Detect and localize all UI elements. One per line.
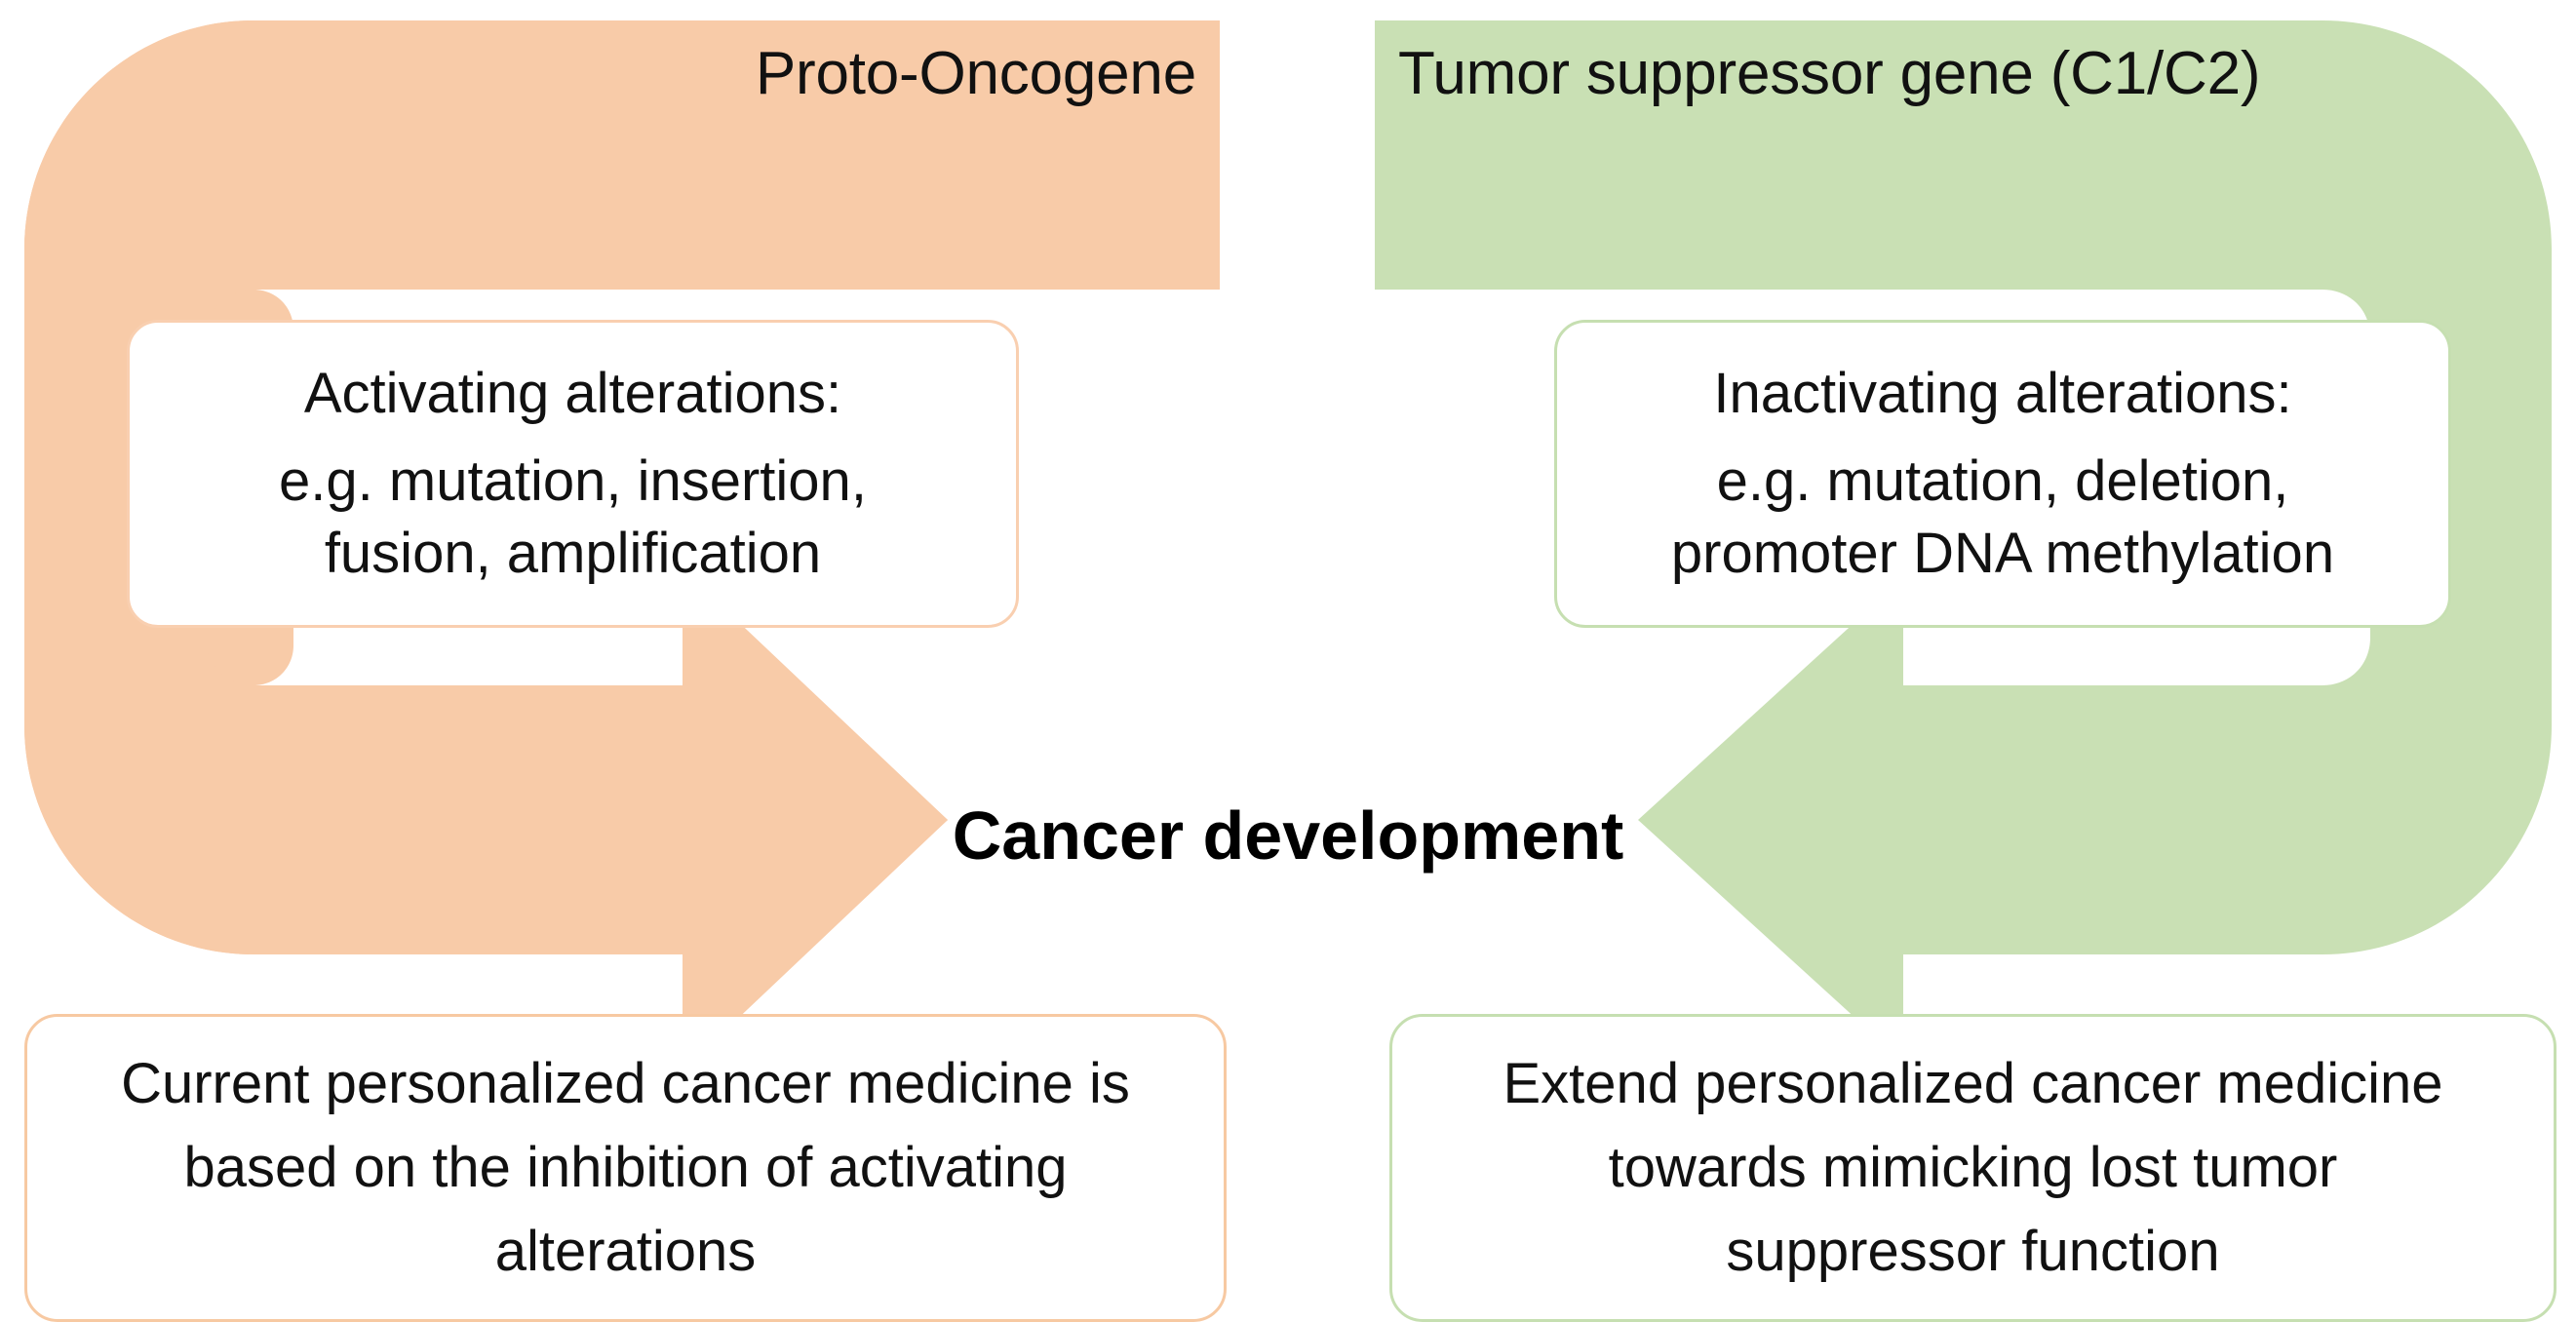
right-band-body	[1375, 20, 2552, 954]
extend-personalized-medicine-line-2: towards mimicking lost tumor	[1608, 1136, 2338, 1199]
left-arrow-head	[683, 578, 948, 1062]
inactivating-alterations-line-1: Inactivating alterations:	[1713, 362, 2292, 425]
current-personalized-medicine-line-1: Current personalized cancer medicine is	[121, 1052, 1130, 1115]
activating-alterations-line-3: fusion, amplification	[324, 522, 822, 585]
inactivating-alterations-line-3: promoter DNA methylation	[1670, 522, 2335, 585]
extend-personalized-medicine-line-3: suppressor function	[1726, 1220, 2220, 1283]
proto-oncogene-header-label: Proto-Oncogene	[755, 40, 1196, 107]
tumor-suppressor-header-label: Tumor suppressor gene (C1/C2)	[1398, 40, 2261, 107]
current-personalized-medicine-line-3: alterations	[494, 1220, 757, 1283]
left-band-body	[24, 20, 1220, 954]
extend-personalized-medicine-box: Extend personalized cancer medicine towa…	[1389, 1014, 2556, 1322]
extend-personalized-medicine-line-1: Extend personalized cancer medicine	[1503, 1052, 2443, 1115]
activating-alterations-box: Activating alterations: e.g. mutation, i…	[127, 320, 1019, 628]
current-personalized-medicine-line-2: based on the inhibition of activating	[183, 1136, 1068, 1199]
cancer-development-title: Cancer development	[952, 797, 1624, 874]
inactivating-alterations-line-2: e.g. mutation, deletion,	[1716, 449, 2289, 513]
inactivating-alterations-box: Inactivating alterations: e.g. mutation,…	[1554, 320, 2451, 628]
current-personalized-medicine-box: Current personalized cancer medicine is …	[24, 1014, 1227, 1322]
right-arrow-head	[1638, 578, 1903, 1062]
activating-alterations-line-1: Activating alterations:	[303, 362, 842, 425]
activating-alterations-line-2: e.g. mutation, insertion,	[279, 449, 867, 513]
